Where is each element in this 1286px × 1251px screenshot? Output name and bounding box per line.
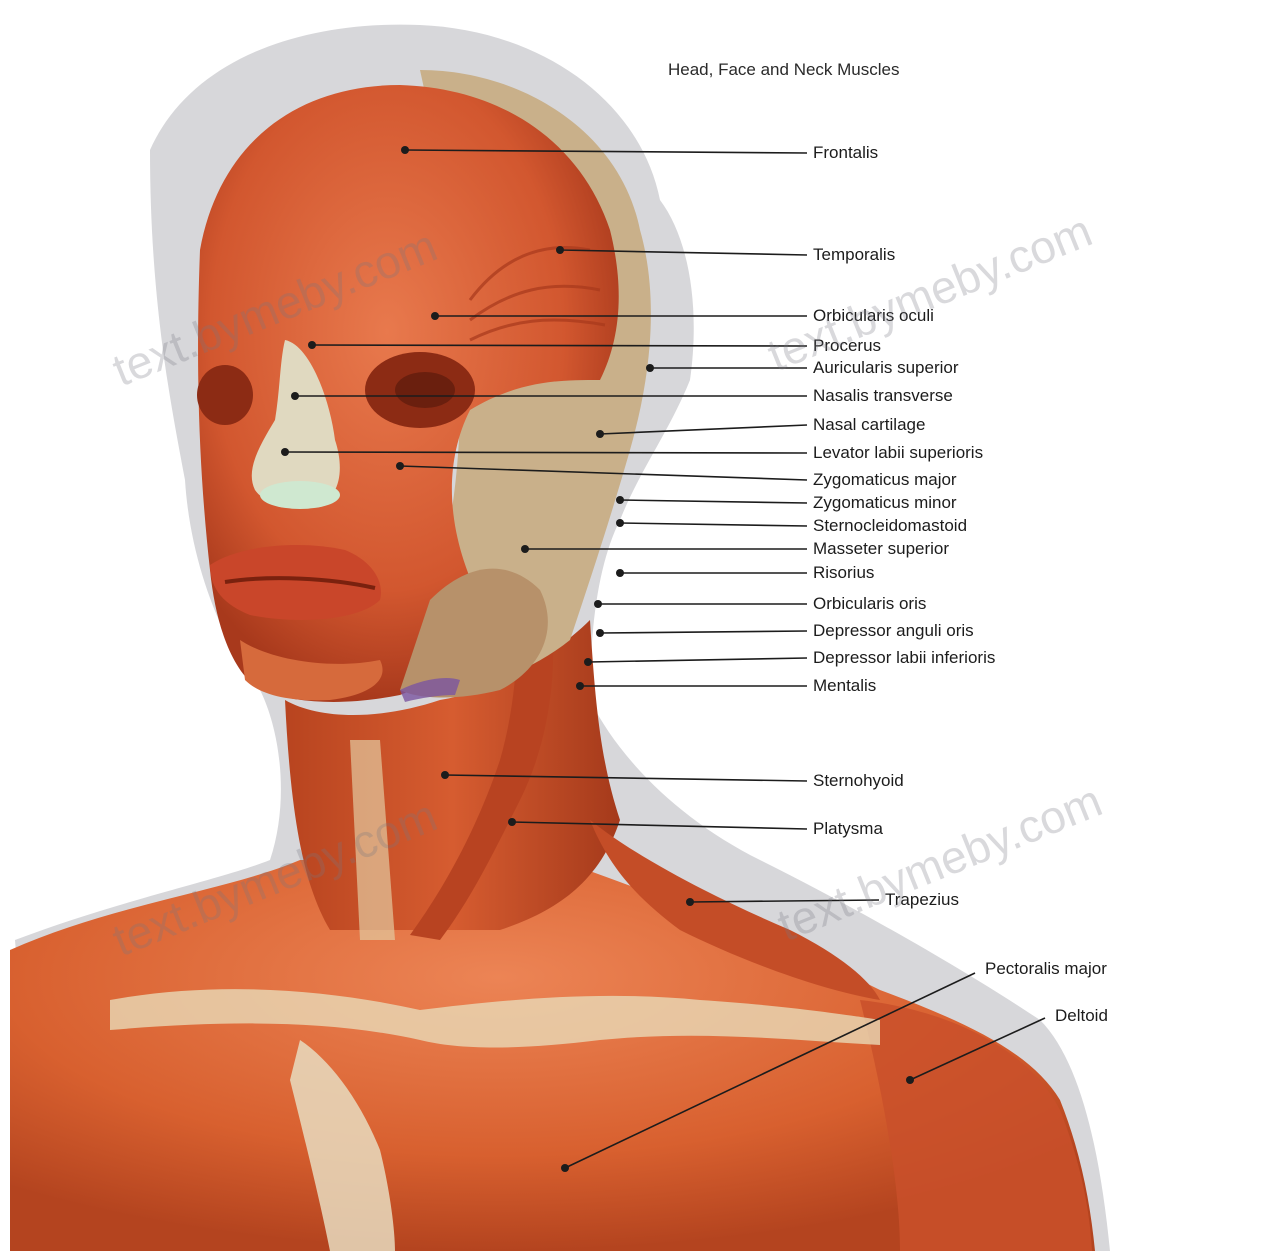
leader-dot-20 [561,1164,569,1172]
leader-dot-16 [576,682,584,690]
leader-dot-19 [686,898,694,906]
leader-dot-2 [431,312,439,320]
label-10: Sternocleidomastoid [813,516,967,536]
leader-line-0 [405,150,807,153]
leader-line-6 [600,425,807,434]
leader-line-18 [512,822,807,829]
leader-dot-21 [906,1076,914,1084]
leader-dot-9 [616,496,624,504]
label-21: Deltoid [1055,1006,1108,1026]
leader-dot-18 [508,818,516,826]
leader-line-14 [600,631,807,633]
label-13: Orbicularis oris [813,594,926,614]
leader-line-9 [620,500,807,503]
leader-dot-17 [441,771,449,779]
label-0: Frontalis [813,143,878,163]
leader-line-17 [445,775,807,781]
leader-dot-6 [596,430,604,438]
leader-dot-1 [556,246,564,254]
leader-dot-14 [596,629,604,637]
label-11: Masseter superior [813,539,949,559]
leader-dot-13 [594,600,602,608]
leader-line-20 [565,973,975,1168]
leader-line-15 [588,658,807,662]
leader-line-3 [312,345,807,346]
label-7: Levator labii superioris [813,443,983,463]
label-16: Mentalis [813,676,876,696]
label-20: Pectoralis major [985,959,1107,979]
leader-line-1 [560,250,807,255]
label-1: Temporalis [813,245,895,265]
label-5: Nasalis transverse [813,386,953,406]
leader-dot-7 [281,448,289,456]
label-9: Zygomaticus minor [813,493,957,513]
leader-dot-10 [616,519,624,527]
leader-line-21 [910,1018,1045,1080]
leader-dot-5 [291,392,299,400]
leader-dot-4 [646,364,654,372]
label-14: Depressor anguli oris [813,621,974,641]
leader-line-8 [400,466,807,480]
label-8: Zygomaticus major [813,470,957,490]
leader-dot-15 [584,658,592,666]
label-12: Risorius [813,563,874,583]
label-15: Depressor labii inferioris [813,648,995,668]
leader-dot-11 [521,545,529,553]
label-4: Auricularis superior [813,358,959,378]
label-18: Platysma [813,819,883,839]
label-6: Nasal cartilage [813,415,925,435]
leader-line-10 [620,523,807,526]
label-17: Sternohyoid [813,771,904,791]
diagram-title: Head, Face and Neck Muscles [668,60,900,80]
leader-dot-0 [401,146,409,154]
leader-dot-3 [308,341,316,349]
leader-dot-12 [616,569,624,577]
leader-line-7 [285,452,807,453]
leader-dot-8 [396,462,404,470]
